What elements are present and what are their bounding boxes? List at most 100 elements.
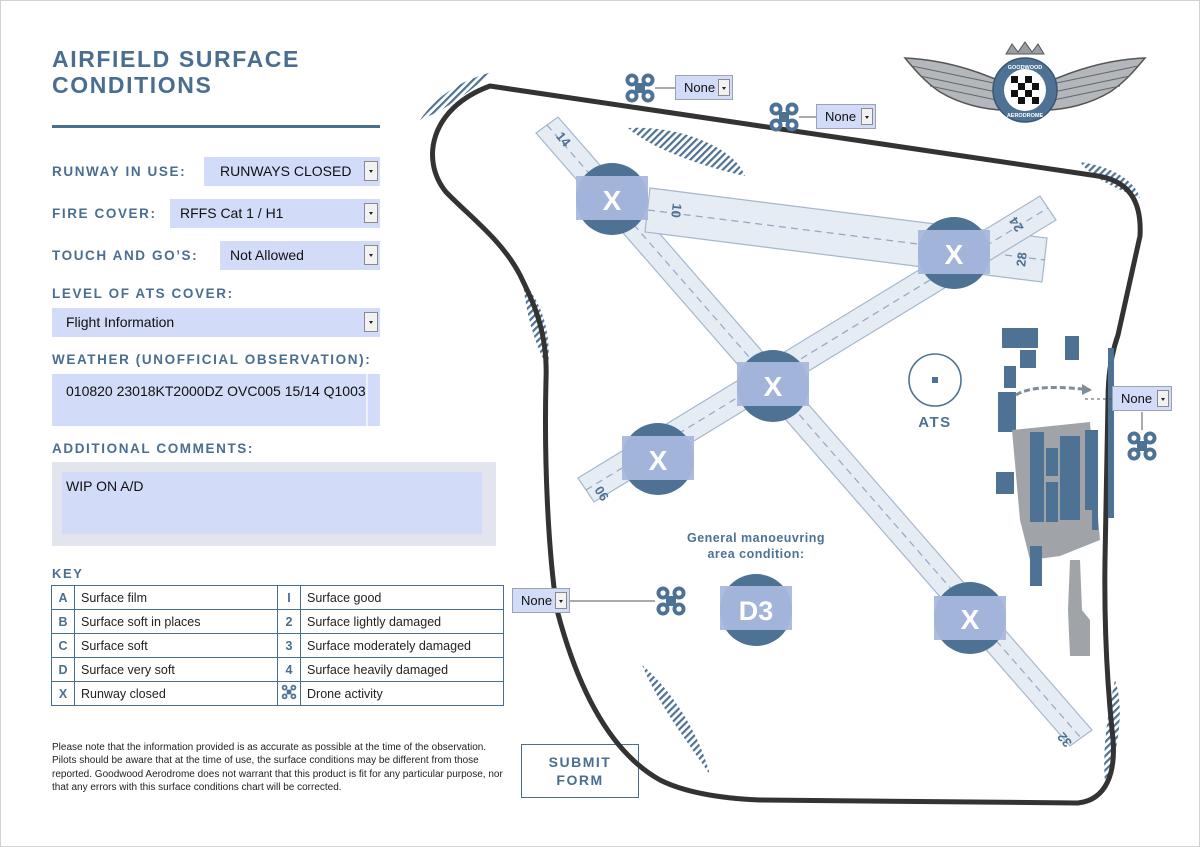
- runway-marker-value: X: [945, 239, 964, 270]
- key-description: Surface heavily damaged: [300, 657, 504, 682]
- drone-select-north[interactable]: None: [675, 75, 733, 100]
- key-title: KEY: [52, 566, 84, 581]
- runway-in-use-select[interactable]: RUNWAYS CLOSED: [204, 157, 380, 186]
- key-row: X Runway closed Drone activity: [51, 681, 504, 706]
- chevron-down-icon[interactable]: [364, 203, 378, 223]
- general-condition-label: area condition:: [707, 547, 804, 561]
- comments-field[interactable]: WIP ON A/D: [62, 472, 482, 534]
- runway-designator: 06: [592, 483, 612, 503]
- key-code: A: [51, 585, 75, 610]
- chevron-down-icon[interactable]: [364, 161, 378, 181]
- key-description: Surface very soft: [74, 657, 278, 682]
- key-code: X: [51, 681, 75, 706]
- key-description: Surface moderately damaged: [300, 633, 504, 658]
- ats-cover-select[interactable]: Flight Information: [52, 308, 380, 337]
- key-description: Surface lightly damaged: [300, 609, 504, 634]
- goodwood-logo: GOODWOOD AERODROME: [903, 41, 1147, 123]
- general-condition-label: General manoeuvring: [687, 531, 825, 545]
- key-code: D: [51, 657, 75, 682]
- comments-label: ADDITIONAL COMMENTS:: [52, 441, 254, 456]
- touch-and-go-value: Not Allowed: [230, 247, 304, 263]
- fire-cover-label: FIRE COVER:: [52, 206, 157, 221]
- general-condition-marker[interactable]: D3: [720, 574, 792, 646]
- drone-icon: [1127, 431, 1157, 461]
- comments-value: WIP ON A/D: [66, 478, 144, 494]
- key-description: Drone activity: [300, 681, 504, 706]
- runway-marker[interactable]: X: [622, 423, 694, 495]
- drone-select-value: None: [825, 109, 857, 124]
- submit-form-button[interactable]: SUBMIT FORM: [521, 744, 639, 798]
- drone-icon: [277, 681, 301, 706]
- chevron-down-icon[interactable]: [718, 79, 730, 96]
- fire-cover-value: RFFS Cat 1 / H1: [180, 205, 284, 221]
- fire-cover-select[interactable]: RFFS Cat 1 / H1: [170, 199, 380, 228]
- key-row: D Surface very soft 4 Surface heavily da…: [51, 657, 504, 682]
- buildings: [996, 328, 1114, 656]
- runway-marker[interactable]: X: [918, 217, 990, 289]
- runway-marker[interactable]: X: [737, 350, 809, 422]
- key-description: Surface soft in places: [74, 609, 278, 634]
- weather-label: WEATHER (UNOFFICIAL OBSERVATION):: [52, 352, 372, 367]
- touch-and-go-select[interactable]: Not Allowed: [220, 241, 380, 270]
- ats-dot: [932, 377, 938, 383]
- runway-marker-value: X: [603, 185, 622, 216]
- key-code: C: [51, 633, 75, 658]
- runway-condition-markers: X X X X X D3: [576, 163, 1006, 654]
- runway-designator: 28: [1013, 251, 1030, 267]
- drone-select-value: None: [684, 80, 716, 95]
- key-description: Runway closed: [74, 681, 278, 706]
- submit-line-2: FORM: [556, 772, 604, 788]
- logo-text-bottom: AERODROME: [1007, 113, 1044, 119]
- key-description: Surface soft: [74, 633, 278, 658]
- runway-marker-value: X: [649, 445, 668, 476]
- runway-marker-value: X: [961, 604, 980, 635]
- page-title: AIRFIELD SURFACE CONDITIONS: [52, 46, 372, 98]
- ats-cover-value: Flight Information: [66, 314, 175, 330]
- key-description: Surface good: [300, 585, 504, 610]
- ats-label: ATS: [918, 414, 951, 431]
- key-code: 3: [277, 633, 301, 658]
- chevron-down-icon[interactable]: [1157, 390, 1169, 407]
- ats-circle: [908, 353, 962, 407]
- weather-field[interactable]: 010820 23018KT2000DZ OVC005 15/14 Q1003: [52, 374, 380, 426]
- key-code: 4: [277, 657, 301, 682]
- drone-select-east[interactable]: None: [1112, 386, 1172, 411]
- title-line-2: CONDITIONS: [52, 72, 213, 98]
- title-divider: [52, 125, 380, 128]
- chevron-down-icon[interactable]: [555, 592, 567, 609]
- title-line-1: AIRFIELD SURFACE: [52, 46, 300, 72]
- chevron-down-icon[interactable]: [364, 245, 378, 265]
- logo-text-top: GOODWOOD: [1008, 65, 1043, 71]
- drone-select-value: None: [521, 593, 553, 608]
- drone-markers: [570, 73, 1157, 616]
- drone-select-southwest[interactable]: None: [512, 588, 570, 613]
- drone-icon: [656, 586, 686, 616]
- drone-select-northeast[interactable]: None: [816, 104, 876, 129]
- runway-in-use-value: RUNWAYS CLOSED: [220, 163, 352, 179]
- weather-value: 010820 23018KT2000DZ OVC005 15/14 Q1003: [66, 383, 366, 399]
- airfield-map: 14 10 28 32 06 24 ATS General manoeuvrin…: [420, 41, 1157, 806]
- runway-marker[interactable]: X: [576, 163, 648, 235]
- runway-designator: 10: [668, 202, 685, 218]
- key-code: 2: [277, 609, 301, 634]
- key-row: C Surface soft 3 Surface moderately dama…: [51, 633, 504, 658]
- submit-line-1: SUBMIT: [548, 754, 612, 770]
- ats-cover-label: LEVEL OF ATS COVER:: [52, 286, 234, 301]
- runway-marker-value: X: [764, 371, 783, 402]
- key-description: Surface film: [74, 585, 278, 610]
- key-code: B: [51, 609, 75, 634]
- key-row: B Surface soft in places 2 Surface light…: [51, 609, 504, 634]
- general-condition-value: D3: [739, 596, 774, 626]
- key-code: I: [277, 585, 301, 610]
- drone-icon: [625, 73, 655, 103]
- key-table: A Surface film I Surface good B Surface …: [51, 585, 504, 706]
- key-row: A Surface film I Surface good: [51, 585, 504, 610]
- chevron-down-icon[interactable]: [364, 312, 378, 332]
- runway-marker[interactable]: X: [934, 582, 1006, 654]
- touch-and-go-label: TOUCH AND GO’S:: [52, 248, 199, 263]
- chevron-down-icon[interactable]: [861, 108, 873, 125]
- drone-select-value: None: [1121, 391, 1153, 406]
- disclaimer-text: Please note that the information provide…: [52, 742, 503, 794]
- runway-in-use-label: RUNWAY IN USE:: [52, 164, 187, 179]
- field-edge: [366, 374, 368, 426]
